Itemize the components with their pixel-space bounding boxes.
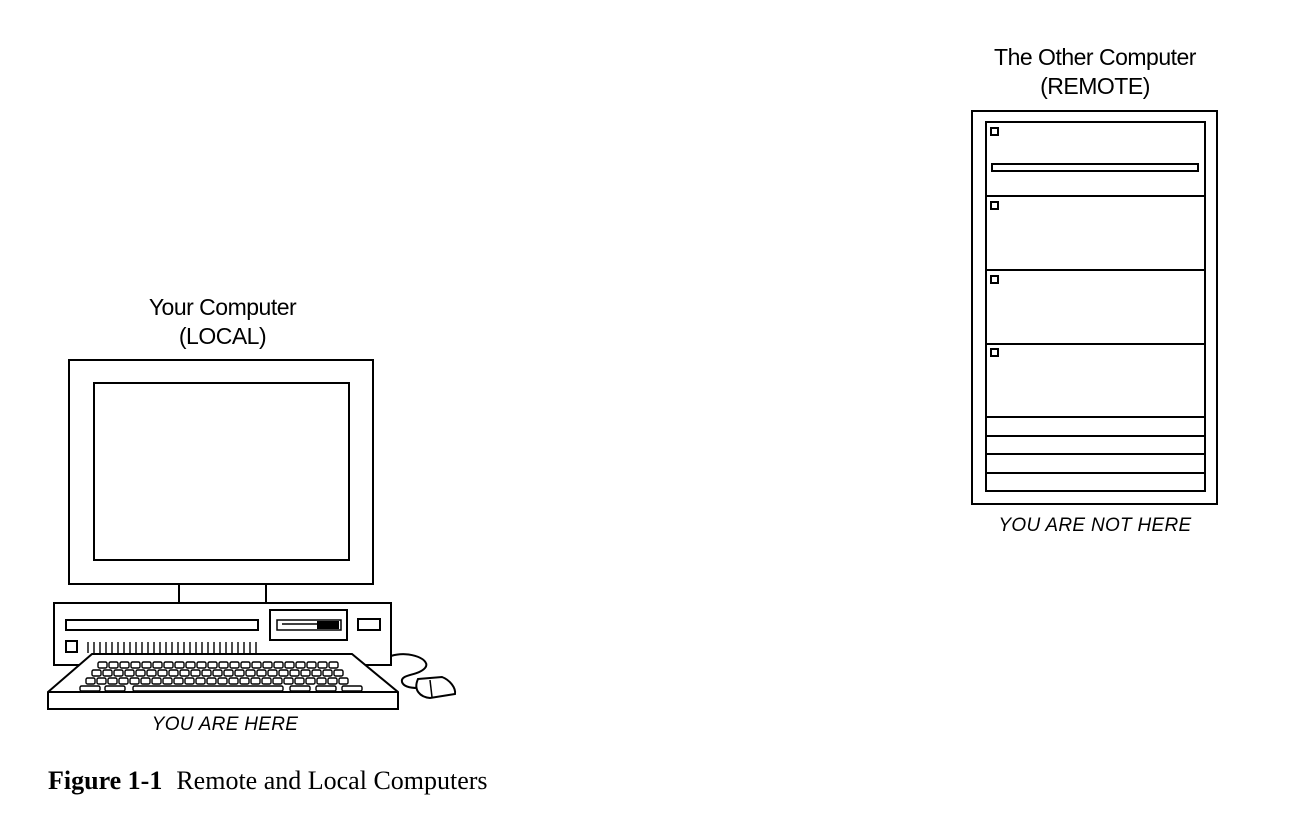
local-computer-title: Your Computer (LOCAL) bbox=[110, 293, 335, 351]
remote-computer-title: The Other Computer (REMOTE) bbox=[965, 43, 1225, 101]
keyboard-key bbox=[295, 661, 306, 669]
keyboard-key bbox=[256, 669, 267, 677]
keyboard-key bbox=[108, 661, 119, 669]
keyboard-key bbox=[262, 661, 273, 669]
keyboard-key bbox=[168, 669, 179, 677]
keyboard-key bbox=[104, 685, 126, 692]
keyboard-key bbox=[245, 669, 256, 677]
keyboard-key bbox=[85, 677, 96, 685]
keyboard-key bbox=[162, 677, 173, 685]
keyboard-key bbox=[322, 669, 333, 677]
keyboard-key bbox=[141, 661, 152, 669]
keyboard-key bbox=[289, 685, 311, 692]
keyboard-key bbox=[240, 661, 251, 669]
keyboard-key bbox=[300, 669, 311, 677]
keyboard-key bbox=[289, 669, 300, 677]
remote-subtitle-text: (REMOTE) bbox=[1040, 73, 1150, 99]
keyboard-key bbox=[206, 677, 217, 685]
keyboard-key bbox=[157, 669, 168, 677]
keyboard-key bbox=[311, 669, 322, 677]
remote-computer-icon bbox=[971, 110, 1218, 505]
keyboard-key bbox=[284, 661, 295, 669]
local-note: YOU ARE HERE bbox=[151, 714, 299, 735]
tower-outer bbox=[971, 110, 1218, 505]
keyboard-key bbox=[179, 669, 190, 677]
keyboard-key bbox=[316, 677, 327, 685]
keyboard-key bbox=[251, 661, 262, 669]
keyboard-key bbox=[278, 669, 289, 677]
keyboard-key bbox=[315, 685, 337, 692]
keyboard-key bbox=[129, 677, 140, 685]
keyboard-key bbox=[79, 685, 101, 692]
keyboard-key bbox=[218, 661, 229, 669]
keyboard-key bbox=[124, 669, 135, 677]
keyboard-key bbox=[283, 677, 294, 685]
keyboard-key bbox=[239, 677, 250, 685]
keyboard-key bbox=[195, 677, 206, 685]
local-title-text: Your Computer bbox=[148, 294, 297, 320]
keyboard-key bbox=[130, 661, 141, 669]
keyboard-key bbox=[132, 685, 284, 692]
keyboard-key bbox=[196, 661, 207, 669]
figure-caption-text: Remote and Local Computers bbox=[176, 766, 488, 795]
figure-number: Figure 1-1 bbox=[48, 766, 163, 795]
tower-inner bbox=[985, 121, 1206, 492]
local-computer-icon: (function(){ var g = document.currentScr… bbox=[47, 359, 457, 710]
keyboard-key bbox=[102, 669, 113, 677]
keyboard-key bbox=[217, 677, 228, 685]
keyboard-key bbox=[163, 661, 174, 669]
keyboard-key bbox=[207, 661, 218, 669]
keyboard-key bbox=[234, 669, 245, 677]
keyboard-key bbox=[140, 677, 151, 685]
keyboard-key bbox=[338, 677, 349, 685]
keyboard-key bbox=[173, 677, 184, 685]
keyboard-key bbox=[107, 677, 118, 685]
keyboard-key bbox=[91, 669, 102, 677]
mouse-icon bbox=[415, 675, 457, 700]
keyboard-key bbox=[174, 661, 185, 669]
keyboard-key bbox=[113, 669, 124, 677]
remote-title-text: The Other Computer bbox=[994, 44, 1196, 70]
keyboard-key bbox=[267, 669, 278, 677]
keyboard-key bbox=[333, 669, 344, 677]
keyboard-key bbox=[135, 669, 146, 677]
monitor-screen bbox=[93, 382, 350, 561]
remote-note: YOU ARE NOT HERE bbox=[998, 515, 1192, 536]
keyboard-key bbox=[327, 677, 338, 685]
keyboard-key bbox=[305, 677, 316, 685]
keyboard-key bbox=[119, 661, 130, 669]
keyboard-key bbox=[229, 661, 240, 669]
keyboard-key bbox=[152, 661, 163, 669]
tower-drive-slot bbox=[991, 163, 1199, 172]
keyboard-key bbox=[151, 677, 162, 685]
keyboard-key bbox=[146, 669, 157, 677]
keyboard-key bbox=[223, 669, 234, 677]
keyboard-key bbox=[201, 669, 212, 677]
mouse-cable bbox=[390, 653, 428, 689]
keyboard-key bbox=[273, 661, 284, 669]
keyboard-key bbox=[317, 661, 328, 669]
keyboard-key bbox=[261, 677, 272, 685]
keyboard-key bbox=[328, 661, 339, 669]
monitor-frame bbox=[68, 359, 374, 585]
vent-lines: (function(){ var g = document.currentScr… bbox=[87, 642, 257, 653]
keyboard-key bbox=[96, 677, 107, 685]
keyboard-key bbox=[294, 677, 305, 685]
keyboard-key bbox=[118, 677, 129, 685]
keyboard-key bbox=[97, 661, 108, 669]
monitor-stand bbox=[178, 583, 267, 604]
keyboard-key bbox=[190, 669, 201, 677]
local-subtitle-text: (LOCAL) bbox=[178, 323, 267, 349]
keyboard-key bbox=[341, 685, 363, 692]
keyboard-key bbox=[184, 677, 195, 685]
keyboard-key bbox=[185, 661, 196, 669]
keyboard-key bbox=[212, 669, 223, 677]
figure-caption: Figure 1-1 Remote and Local Computers bbox=[48, 766, 488, 796]
keyboard-key bbox=[306, 661, 317, 669]
keyboard-key bbox=[272, 677, 283, 685]
keyboard-keys bbox=[79, 661, 363, 692]
keyboard-key bbox=[228, 677, 239, 685]
keyboard-key bbox=[250, 677, 261, 685]
